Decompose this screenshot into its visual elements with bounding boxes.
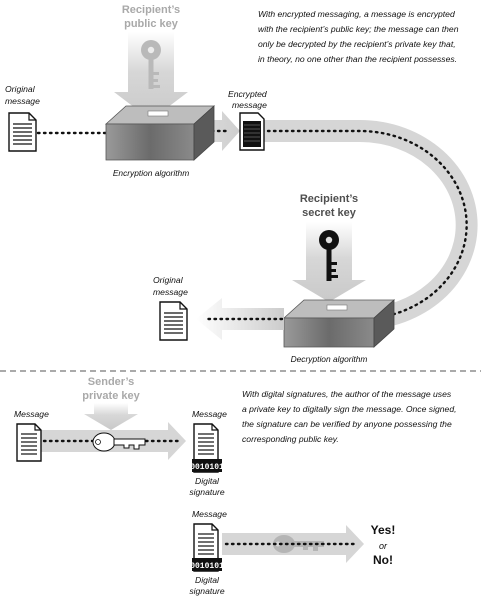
encrypted-message-label-line: message xyxy=(232,100,267,110)
private-key-label-line: Sender’s xyxy=(88,376,134,388)
encryption-algorithm-label: Encryption algorithm xyxy=(113,168,189,178)
digital-signature-label-line: signature xyxy=(189,487,225,497)
encrypted-message-document-icon xyxy=(239,112,265,151)
message-document-icon xyxy=(16,423,42,462)
signature-description-line: a private key to digitally sign the mess… xyxy=(242,404,456,414)
result-or: or xyxy=(379,541,388,551)
encryption-description-line: With encrypted messaging, a message is e… xyxy=(258,9,455,19)
signature-description-line: With digital signatures, the author of t… xyxy=(242,389,452,399)
signature-description: With digital signatures, the author of t… xyxy=(242,389,456,444)
decrypted-message-label-line: message xyxy=(153,287,188,297)
signed-message-label: Message xyxy=(192,409,227,419)
encrypted-message-label-line: Encrypted xyxy=(228,89,267,99)
verify-message-document-icon xyxy=(192,523,222,572)
encryption-description-line: with the recipient’s public key; the mes… xyxy=(258,24,459,34)
verify-signature-label: Digital signature xyxy=(189,575,225,596)
decryption-algorithm-label: Decryption algorithm xyxy=(291,354,368,364)
curved-transfer-band xyxy=(262,120,478,330)
decrypted-message-document-icon xyxy=(159,301,188,341)
signature-description-line: the signature can be verified by anyone … xyxy=(242,419,452,429)
encrypted-message-label: Encrypted message xyxy=(228,89,267,110)
encryption-description-line: only be decrypted by the recipient’s pri… xyxy=(258,39,456,49)
message-label: Message xyxy=(14,409,49,419)
public-key-label-line: Recipient’s xyxy=(122,4,180,16)
result-no: No! xyxy=(373,553,393,567)
signature-description-line: corresponding public key. xyxy=(242,434,339,444)
secret-key-label-line: secret key xyxy=(302,207,357,219)
signature-bits: 0010101 xyxy=(190,463,224,472)
public-key-icon xyxy=(141,40,161,89)
private-key-label-line: private key xyxy=(82,390,140,402)
verify-signature-label-line: Digital xyxy=(195,575,220,585)
encryption-description: With encrypted messaging, a message is e… xyxy=(258,9,459,64)
private-key-down-arrow xyxy=(84,403,138,430)
result-yes: Yes! xyxy=(371,523,396,537)
original-message-label: Original message xyxy=(5,84,40,106)
secret-key-label-line: Recipient’s xyxy=(300,193,358,205)
recipient-secret-key-label: Recipient’s secret key xyxy=(300,193,358,219)
decrypted-message-label: Original message xyxy=(153,275,188,297)
digital-signature-label-line: Digital xyxy=(195,476,220,486)
dotted-curved-path xyxy=(260,129,468,321)
verify-signature-label-line: signature xyxy=(189,586,225,596)
original-message-document-icon xyxy=(8,112,37,152)
private-key-icon xyxy=(92,432,146,452)
recipient-public-key-label: Recipient’s public key xyxy=(122,4,180,30)
sender-private-key-label: Sender’s private key xyxy=(82,376,140,402)
verify-message-label: Message xyxy=(192,509,227,519)
digital-signature-label: Digital signature xyxy=(189,476,225,497)
encryption-algorithm-box xyxy=(104,105,216,161)
decryption-algorithm-box xyxy=(282,299,396,348)
decrypted-message-label-line: Original xyxy=(153,275,184,285)
signed-message-document-icon xyxy=(192,423,222,473)
verify-signature-bits: 0010101 xyxy=(190,562,224,571)
public-key-label-line: public key xyxy=(124,18,179,30)
secret-key-icon xyxy=(319,230,339,281)
original-message-label-line: message xyxy=(5,96,40,106)
original-message-label-line: Original xyxy=(5,84,36,94)
encryption-description-line: in theory, no one other than the recipie… xyxy=(258,54,457,64)
